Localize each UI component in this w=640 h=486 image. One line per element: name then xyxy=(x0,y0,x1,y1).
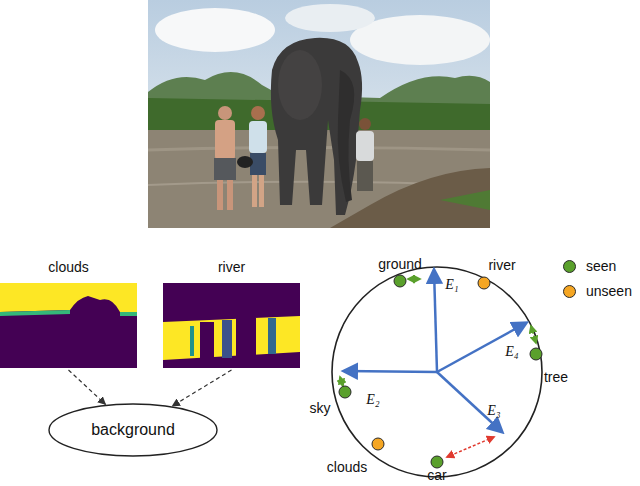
legend-text: seen xyxy=(586,258,616,274)
legend-text: unseen xyxy=(586,283,632,299)
ellipse-node: background xyxy=(48,403,218,457)
dashed-arrow xyxy=(69,370,106,404)
point-label: river xyxy=(488,257,515,273)
point-label: car xyxy=(427,467,446,483)
point-label: clouds xyxy=(327,459,367,475)
node-label: background xyxy=(91,421,175,439)
point-label: tree xyxy=(544,369,568,385)
heatmap-panel: river xyxy=(163,258,300,368)
vector-label: E₄ xyxy=(505,344,518,360)
vector-label: E₂ xyxy=(366,392,379,408)
legend-swatch xyxy=(563,285,576,298)
vector-label: E₃ xyxy=(487,403,500,419)
panel-title: clouds xyxy=(0,258,137,276)
point-label: ground xyxy=(378,256,422,272)
ellipse-shape xyxy=(49,404,217,456)
vector-label: E₁ xyxy=(445,277,458,293)
point-label: sky xyxy=(310,400,331,416)
heatmap-panel: clouds xyxy=(0,258,137,368)
panel-title: river xyxy=(163,258,300,276)
legend-swatch xyxy=(563,260,576,273)
dashed-arrow xyxy=(172,370,231,406)
